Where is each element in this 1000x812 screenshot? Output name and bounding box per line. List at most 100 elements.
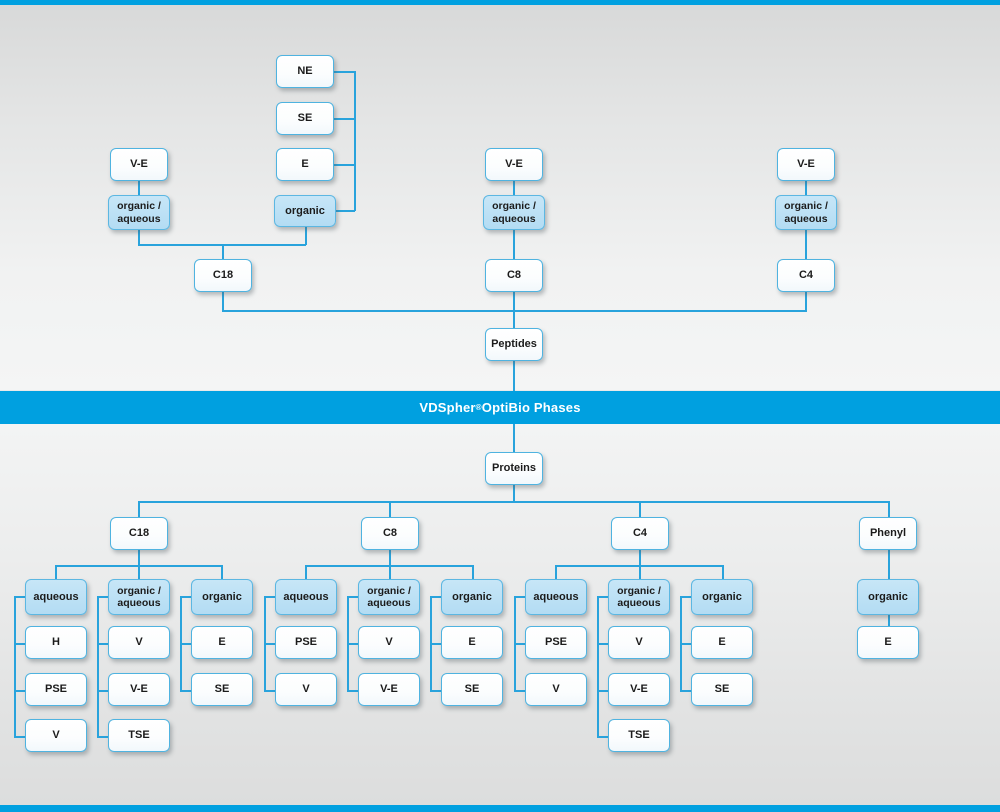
connector-bus-to-bc18 [138, 501, 140, 518]
connector-proteins-bus [138, 501, 890, 503]
node-proteins[interactable]: Proteins [485, 452, 543, 485]
bracket-bc18-aqueous-head [14, 596, 26, 598]
node-bc8-aqueous[interactable]: aqueous [275, 579, 337, 615]
bracket-bc4-org-2 [680, 690, 692, 692]
node-bc4-aq-pse[interactable]: PSE [525, 626, 587, 659]
connector-bc4-to-oa [639, 565, 641, 580]
node-bc18-oa-v[interactable]: V [108, 626, 170, 659]
node-bc18-oa-tse[interactable]: TSE [108, 719, 170, 752]
node-bc4-oa-v[interactable]: V [608, 626, 670, 659]
connector-c18-org-down [305, 227, 307, 245]
connector-c18-oa-down [138, 230, 140, 245]
node-bc8-oa-ve[interactable]: V-E [358, 673, 420, 706]
connector-bc18-down [138, 550, 140, 566]
node-bc8-organic-aqueous[interactable]: organic / aqueous [358, 579, 420, 615]
node-bc4-org-e[interactable]: E [691, 626, 753, 659]
node-bc18-organic-aqueous[interactable]: organic / aqueous [108, 579, 170, 615]
node-bc18-org-e[interactable]: E [191, 626, 253, 659]
node-bc4-oa-ve[interactable]: V-E [608, 673, 670, 706]
bracket-bc8-oa-1 [347, 643, 359, 645]
bracket-bc18-aq-2 [14, 690, 26, 692]
connector-e-stub [334, 164, 355, 166]
bracket-bc4-oa-1 [597, 643, 609, 645]
node-top-c8-ve[interactable]: V-E [485, 148, 543, 181]
bracket-bc4-aq-1 [514, 643, 526, 645]
bracket-bc8-oa-head [347, 596, 359, 598]
bracket-bc4-oa-3 [597, 736, 609, 738]
connector-c18-to-bus [222, 292, 224, 311]
node-bc8-organic[interactable]: organic [441, 579, 503, 615]
node-bc18-organic[interactable]: organic [191, 579, 253, 615]
top-accent-bar [0, 0, 1000, 5]
bracket-bc8-org-2 [430, 690, 442, 692]
bracket-bc8-aq-head [264, 596, 276, 598]
connector-bphenyl-to-organic [888, 550, 890, 579]
bracket-bc4-aq-2 [514, 690, 526, 692]
bracket-bc18-aqueous [14, 596, 16, 737]
bottom-accent-bar [0, 805, 1000, 812]
node-top-c4-organic-aqueous[interactable]: organic / aqueous [775, 195, 837, 230]
node-bc4-org-se[interactable]: SE [691, 673, 753, 706]
node-bottom-phenyl[interactable]: Phenyl [859, 517, 917, 550]
node-bc4-aqueous[interactable]: aqueous [525, 579, 587, 615]
node-top-e[interactable]: E [276, 148, 334, 181]
node-bc4-organic[interactable]: organic [691, 579, 753, 615]
connector-peptides-down [513, 361, 515, 391]
node-peptides[interactable]: Peptides [485, 328, 543, 361]
connector-organic-spine [354, 71, 356, 211]
bracket-bc18-aq-1 [14, 643, 26, 645]
node-bc8-aq-pse[interactable]: PSE [275, 626, 337, 659]
connector-c4-to-bus [805, 292, 807, 311]
node-bphenyl-org-e[interactable]: E [857, 626, 919, 659]
bracket-bc4-oa-2 [597, 690, 609, 692]
node-bc18-org-se[interactable]: SE [191, 673, 253, 706]
node-bphenyl-organic[interactable]: organic [857, 579, 919, 615]
node-bc18-aq-v[interactable]: V [25, 719, 87, 752]
bracket-bc18-oa-1 [97, 643, 109, 645]
node-bc8-org-se[interactable]: SE [441, 673, 503, 706]
node-bc4-oa-tse[interactable]: TSE [608, 719, 670, 752]
node-top-c8[interactable]: C8 [485, 259, 543, 292]
node-bottom-c8[interactable]: C8 [361, 517, 419, 550]
connector-c4-oa-to-c4 [805, 230, 807, 259]
node-bc8-org-e[interactable]: E [441, 626, 503, 659]
node-bc18-aq-pse[interactable]: PSE [25, 673, 87, 706]
node-top-c4-ve[interactable]: V-E [777, 148, 835, 181]
connector-proteins-down [513, 485, 515, 502]
node-top-c8-organic-aqueous[interactable]: organic / aqueous [483, 195, 545, 230]
node-top-c18[interactable]: C18 [194, 259, 252, 292]
node-top-c4[interactable]: C4 [777, 259, 835, 292]
node-bc4-aq-v[interactable]: V [525, 673, 587, 706]
node-bc8-aq-v[interactable]: V [275, 673, 337, 706]
bracket-bc18-org-2 [180, 690, 192, 692]
connector-bc18-to-aqueous [55, 565, 57, 580]
node-top-c18-ve[interactable]: V-E [110, 148, 168, 181]
bracket-bc4-aq-head [514, 596, 526, 598]
node-bc18-aqueous[interactable]: aqueous [25, 579, 87, 615]
node-bottom-c18[interactable]: C18 [110, 517, 168, 550]
node-bc18-oa-ve[interactable]: V-E [108, 673, 170, 706]
node-bc8-oa-v[interactable]: V [358, 626, 420, 659]
connector-bus-to-bphenyl [888, 501, 890, 518]
node-top-c18-organic-aqueous[interactable]: organic / aqueous [108, 195, 170, 230]
connector-bc4-down [639, 550, 641, 566]
banner-suffix: OptiBio Phases [481, 400, 581, 415]
connector-bc18-to-oa [138, 565, 140, 580]
node-bottom-c4[interactable]: C4 [611, 517, 669, 550]
connector-bus-to-bc8 [389, 501, 391, 518]
connector-c18-ve-to-oa [138, 181, 140, 195]
node-top-se[interactable]: SE [276, 102, 334, 135]
bracket-bc4-org-1 [680, 643, 692, 645]
node-bc4-organic-aqueous[interactable]: organic / aqueous [608, 579, 670, 615]
connector-bphenyl-org-to-e [888, 615, 890, 626]
section-banner: VDSpher® OptiBio Phases [0, 391, 1000, 424]
connector-bc8-to-oa [389, 565, 391, 580]
bracket-bc4-org-head [680, 596, 692, 598]
bracket-bc18-aq-3 [14, 736, 26, 738]
node-top-c18-organic[interactable]: organic [274, 195, 336, 227]
node-bc18-aq-h[interactable]: H [25, 626, 87, 659]
node-top-ne[interactable]: NE [276, 55, 334, 88]
connector-c8-oa-to-c8 [513, 230, 515, 259]
bracket-bc4-oa-head [597, 596, 609, 598]
